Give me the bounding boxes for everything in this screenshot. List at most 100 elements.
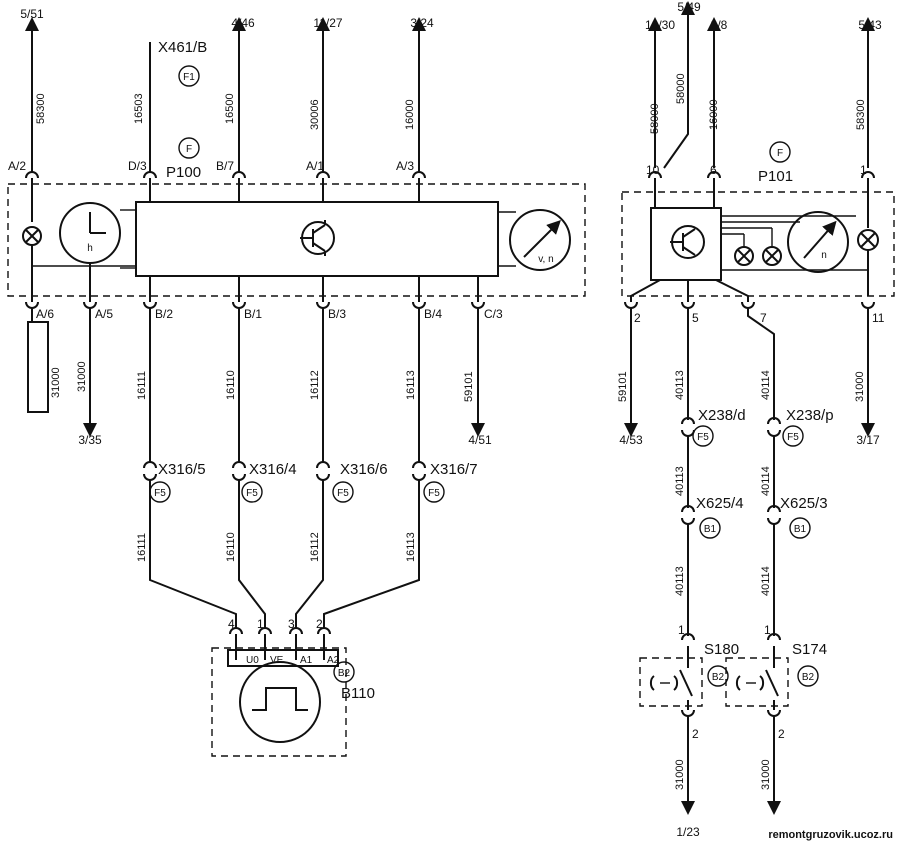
tachometer-mark: n [821,250,827,261]
pin-label: A2 [327,655,340,666]
p100-top-stubs [31,178,420,222]
connector-label: X238/d [698,407,746,424]
ref-bottom: 3/17 [856,433,880,447]
speedometer-gauge-icon [509,209,571,271]
marker-label: F5 [154,488,166,499]
pin-label: 1 [257,617,264,631]
b110-pin-arcs [229,627,331,660]
pin-label: A/5 [95,307,113,321]
component-label: P100 [166,164,201,181]
wire-number: 58000 [675,73,687,104]
pin-label: B/7 [216,159,234,173]
marker-label: F1 [183,72,195,83]
ref-top: 4/46 [231,16,255,30]
wire-number: 16111 [136,533,148,562]
pin-label: A/6 [36,307,54,321]
connector-label: X625/3 [780,495,828,512]
wire-number: 40113 [674,370,686,400]
connector-label: X238/p [786,407,834,424]
wire-number: 16111 [136,371,148,400]
pin-label: 6 [710,163,717,177]
wire-number: 16112 [309,532,321,562]
marker-circles [149,65,819,687]
ref-top: 5/43 [858,18,882,32]
lamp-icon [22,226,42,246]
p100-main-body [135,201,499,277]
wire-number: 40113 [674,566,686,596]
indicator-lamp-icon [734,246,754,266]
p101-control-box [650,207,722,281]
b110-pin-block [227,649,339,667]
connector-label: X316/6 [340,461,388,478]
pin-label: 2 [692,727,699,741]
clock-mark: h [87,243,93,254]
p101-transistor-icon [670,225,705,259]
pin-label: U0 [246,655,259,666]
wire-number: 31000 [854,371,866,402]
pin-label: 1 [860,163,867,177]
pin-label: 3 [288,617,295,631]
marker-label: B2 [712,672,725,683]
pin-label: B/3 [328,307,346,321]
pin-label: C/3 [484,307,503,321]
ref-top: 5/49 [677,0,701,14]
ref-top: 3/8 [711,18,728,32]
marker-label: F5 [428,488,440,499]
wire-number: 59101 [463,371,475,402]
wire-number: 31000 [760,759,772,790]
pin-label: 2 [316,617,323,631]
p100-outline [7,183,586,297]
ref-bottom: 3/35 [78,433,102,447]
component-label: S174 [792,641,827,658]
s180-switch [639,633,703,815]
marker-label: B1 [794,524,807,535]
p101-bottom-wires [624,279,875,437]
p101-top-arcs [648,171,875,228]
wire-number: 16112 [309,370,321,400]
marker-label: F [186,144,192,155]
b110-feed-wires [149,480,420,628]
pin-label: 2 [778,727,785,741]
wire-number: 40113 [674,466,686,496]
pin-label: A/1 [306,159,324,173]
marker-label: F5 [337,488,349,499]
marker-label: F [777,148,783,159]
clock-gauge-icon [59,202,121,264]
component-label: P101 [758,168,793,185]
wire-number: 31000 [50,367,62,398]
s174-switch [725,633,789,815]
wire-number: 31000 [76,361,88,392]
marker-label: F5 [246,488,258,499]
pin-label: B/4 [424,307,442,321]
b110-outline [211,647,347,757]
indicator-lamp-icon [762,246,782,266]
connector-label: X316/5 [158,461,206,478]
pin-label: VE [270,655,284,666]
connector-label: X461/B [158,39,207,56]
wire-number: 59101 [617,371,629,402]
pin-label: A/2 [8,159,26,173]
x238-x625-arcs [681,417,781,636]
pin-label: 5 [692,311,699,325]
marker-label: B2 [802,672,815,683]
tachometer-gauge-icon [787,211,849,273]
wire-number: 16110 [225,532,237,562]
p100-top-wires [25,17,426,172]
pin-label: A1 [300,655,313,666]
wire-number: 58300 [855,99,867,130]
connector-label: X316/7 [430,461,478,478]
ref-bottom: 1/23 [676,825,700,839]
speedometer-mark: v, n [538,254,553,265]
pin-label: B/2 [155,307,173,321]
ref-top: 11/27 [313,16,342,30]
ref-bottom: 4/53 [619,433,643,447]
ref-bottom: 4/51 [468,433,492,447]
p101-top-wires [648,1,875,169]
pin-label: A/3 [396,159,414,173]
wire-number: 40114 [760,370,772,400]
wire-number: 16113 [405,532,417,562]
watermark: remontgruzovik.ucoz.ru [768,829,893,841]
wire-number: 58300 [35,93,47,124]
wire-number: 16000 [404,99,416,130]
